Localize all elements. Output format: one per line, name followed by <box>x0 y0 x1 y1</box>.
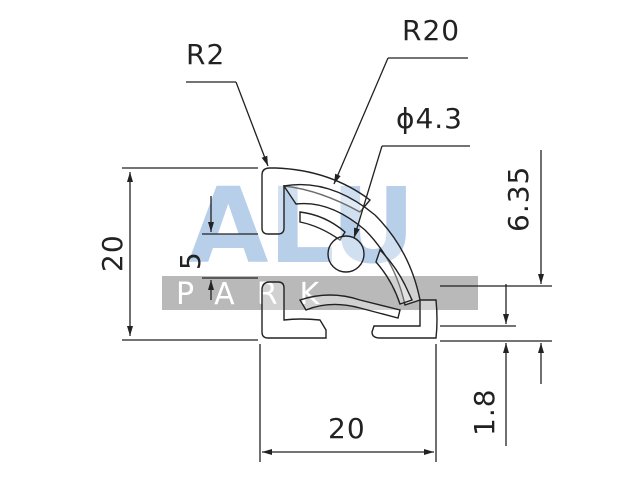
dim-r20-leader <box>333 57 389 185</box>
dim-r20-label: R20 <box>402 14 460 47</box>
dim-635-label: 6.35 <box>502 166 535 232</box>
dim-hole: ϕ4.3 <box>353 102 470 239</box>
dim-slot-label: 5 <box>174 251 207 270</box>
dim-height-label: 20 <box>96 234 129 272</box>
profile-lower-slot <box>261 281 327 339</box>
profile-right-lobe <box>375 248 413 305</box>
dim-width: 20 <box>259 344 437 462</box>
profile-inner-slot <box>299 211 346 241</box>
watermark-band-text: PARK <box>176 277 341 312</box>
center-hole <box>327 235 365 273</box>
dim-hole-label: ϕ4.3 <box>396 102 463 135</box>
dim-r2-label: R2 <box>186 38 225 71</box>
profile-outline <box>261 167 438 339</box>
watermark: ALU PARK <box>162 165 478 312</box>
profile-top-tab <box>261 167 372 235</box>
watermark-word: ALU <box>188 165 416 287</box>
dim-thickness: 1.8 <box>440 284 516 446</box>
profile-right-foot <box>371 299 438 339</box>
profile-diagonal-rib <box>298 294 401 319</box>
watermark-band <box>162 276 478 310</box>
dim-slot: 5 <box>174 196 258 300</box>
dim-width-label: 20 <box>328 412 366 445</box>
dim-r2: R2 <box>186 38 269 167</box>
dim-thickness-label: 1.8 <box>468 388 501 436</box>
dim-635: 6.35 <box>440 150 552 384</box>
dim-hole-leader <box>353 145 383 239</box>
dim-r20: R20 <box>333 14 468 185</box>
dim-height: 20 <box>96 167 258 341</box>
dim-r2-leader <box>235 81 269 167</box>
